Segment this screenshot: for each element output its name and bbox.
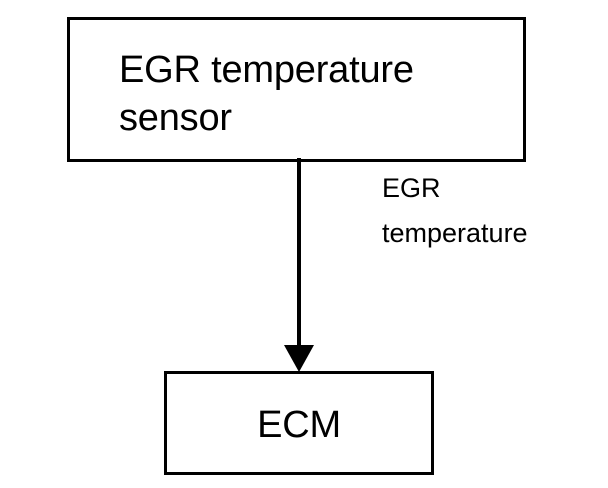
block-egr-temperature-sensor[interactable]: EGR temperature sensor <box>67 17 526 162</box>
block-ecm[interactable]: ECM <box>164 371 434 475</box>
edge-label-egr-temperature: EGR temperature <box>382 173 528 248</box>
arrowhead-down-icon <box>284 345 314 372</box>
block-label-egr-temperature-sensor: EGR temperature sensor <box>119 49 414 139</box>
connector-egr-temperature-signal <box>284 158 314 372</box>
block-label-ecm: ECM <box>257 404 341 446</box>
